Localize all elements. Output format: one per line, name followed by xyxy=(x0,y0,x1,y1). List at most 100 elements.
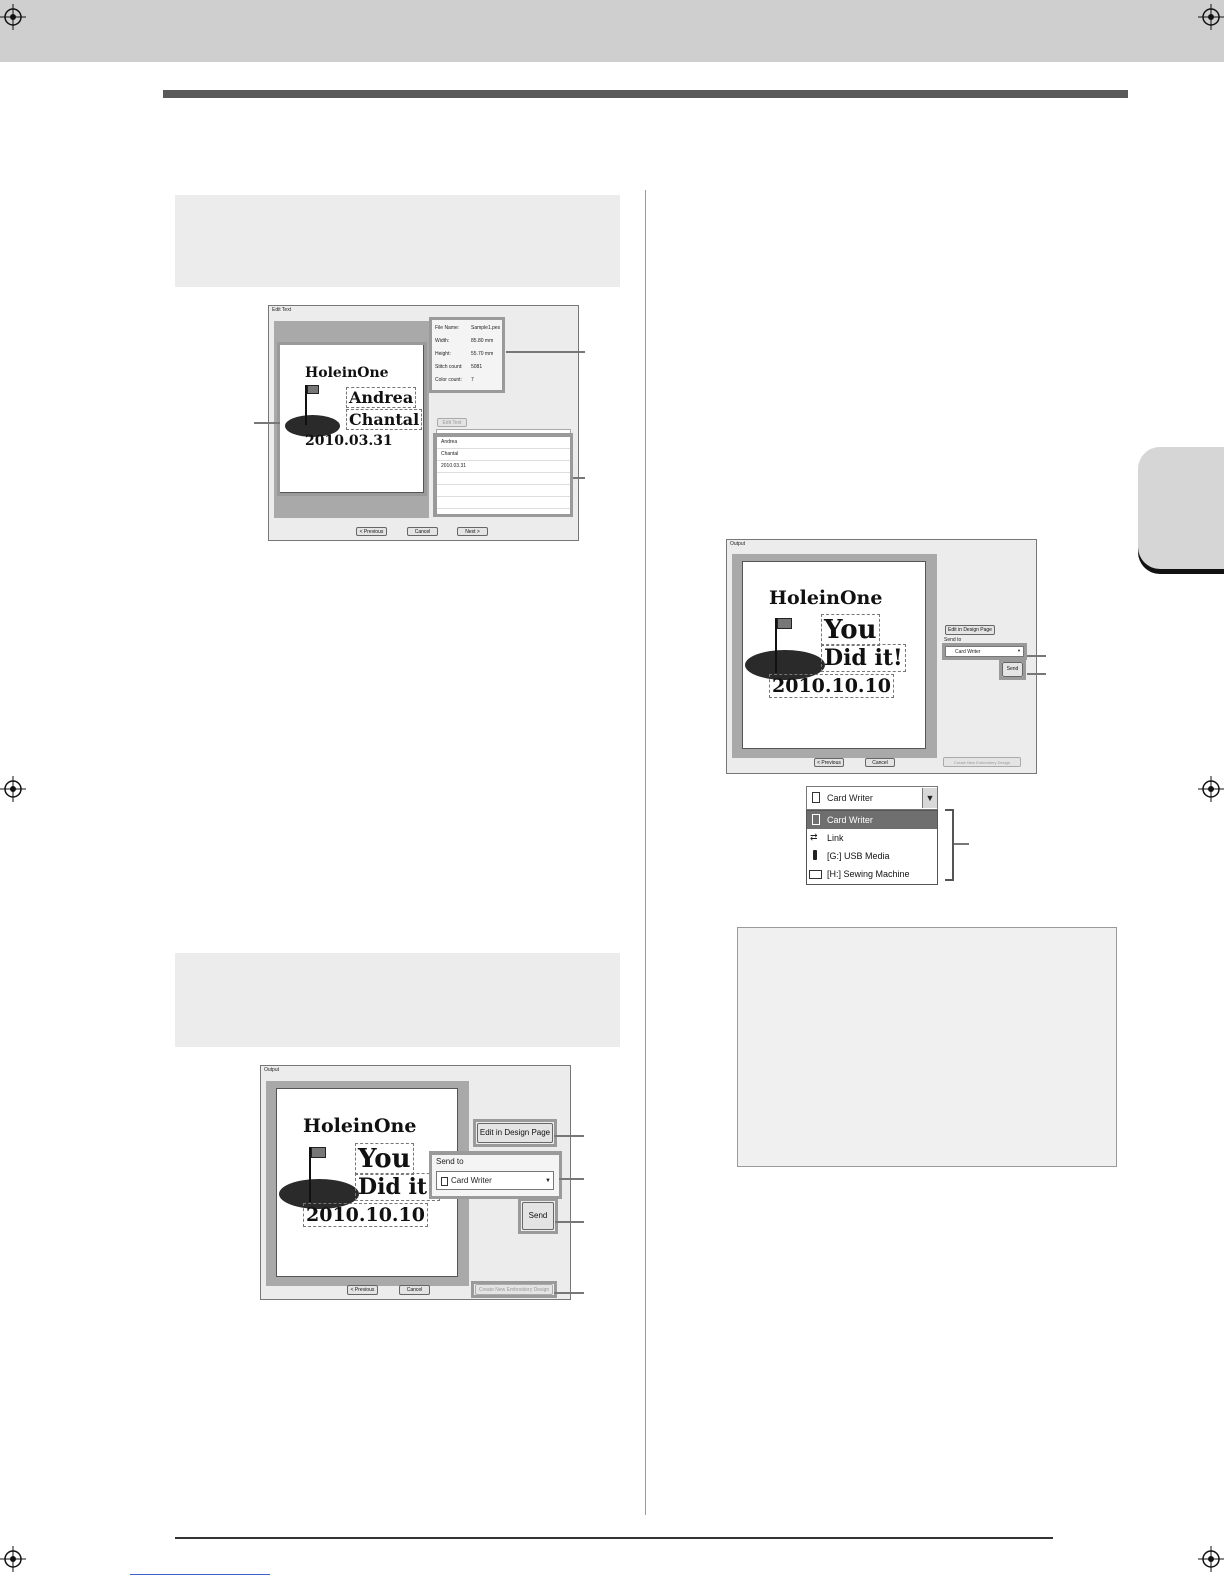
callout-line xyxy=(1027,655,1046,657)
send-to-options-list: Card Writer Link [G:] USB Media [H:] Sew… xyxy=(806,810,938,885)
card-writer-icon xyxy=(812,792,820,803)
previous-button[interactable]: < Previous xyxy=(814,758,844,767)
send-to-dropdown[interactable]: Card Writer xyxy=(436,1171,554,1190)
card-writer-icon xyxy=(441,1177,448,1186)
callout-line xyxy=(1027,673,1046,675)
edit-text-button[interactable]: Edit Text xyxy=(437,418,467,427)
chevron-down-icon[interactable]: ▼ xyxy=(922,788,937,808)
info-label: Height: xyxy=(435,351,451,357)
send-to-label: Send to xyxy=(944,637,962,643)
previous-button[interactable]: < Previous xyxy=(356,527,387,536)
sewing-machine-icon xyxy=(809,870,822,879)
info-value: 55.70 mm xyxy=(471,351,494,357)
edit-in-design-page-button[interactable]: Edit in Design Page xyxy=(477,1123,553,1143)
footer-rule xyxy=(175,1537,1053,1539)
golf-green xyxy=(745,650,825,680)
flag-icon xyxy=(311,1147,326,1158)
callout-line xyxy=(506,351,585,353)
flag-pole xyxy=(305,385,307,425)
cancel-button[interactable]: Cancel xyxy=(399,1285,430,1295)
top-gray-band xyxy=(0,0,1224,62)
golf-green xyxy=(285,415,340,437)
design-line-2: Did it! xyxy=(355,1173,440,1201)
link-icon: ⇄ xyxy=(810,832,818,842)
info-label: Width: xyxy=(435,338,450,344)
step-box xyxy=(175,953,620,1047)
info-value: 85.80 mm xyxy=(471,338,494,344)
dialog-title: Output xyxy=(730,541,746,547)
info-label: Stitch count: xyxy=(435,364,463,370)
bracket xyxy=(945,809,954,881)
note-box xyxy=(737,927,1117,1167)
design-line-3: 2010.10.10 xyxy=(303,1203,428,1227)
registration-mark-icon xyxy=(0,1546,26,1572)
list-item[interactable] xyxy=(437,485,571,497)
output-dialog: Output HoleinOne You Did it! 2010.10.10 … xyxy=(260,1065,571,1300)
send-to-dropdown-closeup[interactable]: Card Writer xyxy=(806,786,938,810)
send-highlight xyxy=(999,659,1026,680)
send-to-highlight xyxy=(429,1151,562,1199)
send-button[interactable]: Send xyxy=(1002,662,1023,677)
text-list-highlight xyxy=(433,433,573,517)
flag-icon xyxy=(307,385,319,394)
send-to-highlight xyxy=(942,643,1027,660)
edit-in-design-page-button[interactable]: Edit in Design Page xyxy=(945,625,995,635)
preview-area: HoleinOne You Did it! 2010.10.10 xyxy=(732,554,937,758)
list-item[interactable]: 2010.03.31 xyxy=(437,461,571,473)
design-preview: HoleinOne You Did it! 2010.10.10 xyxy=(742,561,926,749)
footer-blue-line xyxy=(130,1574,270,1575)
create-new-highlight xyxy=(471,1281,557,1298)
output-dialog: Output HoleinOne You Did it! 2010.10.10 … xyxy=(726,539,1037,774)
dropdown-option-usb-media[interactable]: [G:] USB Media xyxy=(827,851,890,861)
dropdown-option-sewing-machine[interactable]: [H:] Sewing Machine xyxy=(827,869,910,879)
send-to-group: Send to Card Writer ▼ xyxy=(431,1154,561,1198)
callout-line xyxy=(555,1221,584,1223)
send-to-value: Card Writer xyxy=(955,649,981,655)
cancel-button[interactable]: Cancel xyxy=(407,527,438,536)
text-lines-list[interactable]: Andrea Chantal 2010.03.31 xyxy=(436,436,572,516)
info-value: Sample1.pes xyxy=(471,325,501,331)
list-item[interactable] xyxy=(437,497,571,509)
header-rule xyxy=(163,90,1128,98)
send-to-label: Send to xyxy=(436,1157,464,1166)
flag-icon xyxy=(777,618,792,629)
registration-mark-icon xyxy=(0,776,26,802)
info-value: 5081 xyxy=(471,364,483,370)
callout-line xyxy=(554,1135,584,1137)
send-to-dropdown[interactable]: Card Writer xyxy=(945,646,1024,657)
registration-mark-icon xyxy=(1198,4,1224,30)
golf-green xyxy=(279,1179,359,1209)
chapter-tab xyxy=(1138,447,1224,569)
list-item[interactable]: Chantal xyxy=(437,449,571,461)
design-title: HoleinOne xyxy=(305,365,389,381)
callout-line xyxy=(954,843,969,845)
edit-text-dialog: Edit Text HoleinOne Andrea Chantal 2010.… xyxy=(268,305,579,541)
callout-line xyxy=(573,477,585,479)
dropdown-option-link[interactable]: Link xyxy=(827,833,844,843)
registration-mark-icon xyxy=(0,4,26,30)
flag-pole xyxy=(309,1147,311,1202)
previous-button[interactable]: < Previous xyxy=(347,1285,378,1295)
preview-area: HoleinOne Andrea Chantal 2010.03.31 xyxy=(274,321,429,518)
next-button[interactable]: Next > xyxy=(457,527,488,536)
send-button[interactable]: Send xyxy=(522,1202,554,1230)
chevron-down-icon[interactable]: ▼ xyxy=(545,1178,551,1184)
create-new-embroidery-design-button[interactable]: Create New Embroidery Design xyxy=(475,1284,553,1295)
dropdown-option-card-writer[interactable]: Card Writer xyxy=(807,811,937,829)
design-line-2: Did it! xyxy=(821,644,906,672)
list-item[interactable]: Andrea xyxy=(437,437,571,449)
list-item[interactable] xyxy=(437,473,571,485)
chevron-down-icon[interactable]: ▼ xyxy=(1017,648,1021,653)
design-line-1: Andrea xyxy=(346,387,417,408)
design-line-3: 2010.10.10 xyxy=(769,674,894,698)
design-title: HoleinOne xyxy=(303,1115,417,1137)
design-info-panel: File Name: Sample1.pes Width: 85.80 mm H… xyxy=(431,319,503,391)
design-line-3: 2010.03.31 xyxy=(305,433,393,449)
cancel-button[interactable]: Cancel xyxy=(865,758,895,767)
flag-pole xyxy=(775,618,777,673)
design-title: HoleinOne xyxy=(769,587,883,609)
dialog-title: Edit Text xyxy=(272,307,292,313)
create-new-embroidery-design-button[interactable]: Create New Embroidery Design xyxy=(943,757,1021,767)
column-divider xyxy=(645,190,646,1515)
info-highlight xyxy=(429,317,505,393)
